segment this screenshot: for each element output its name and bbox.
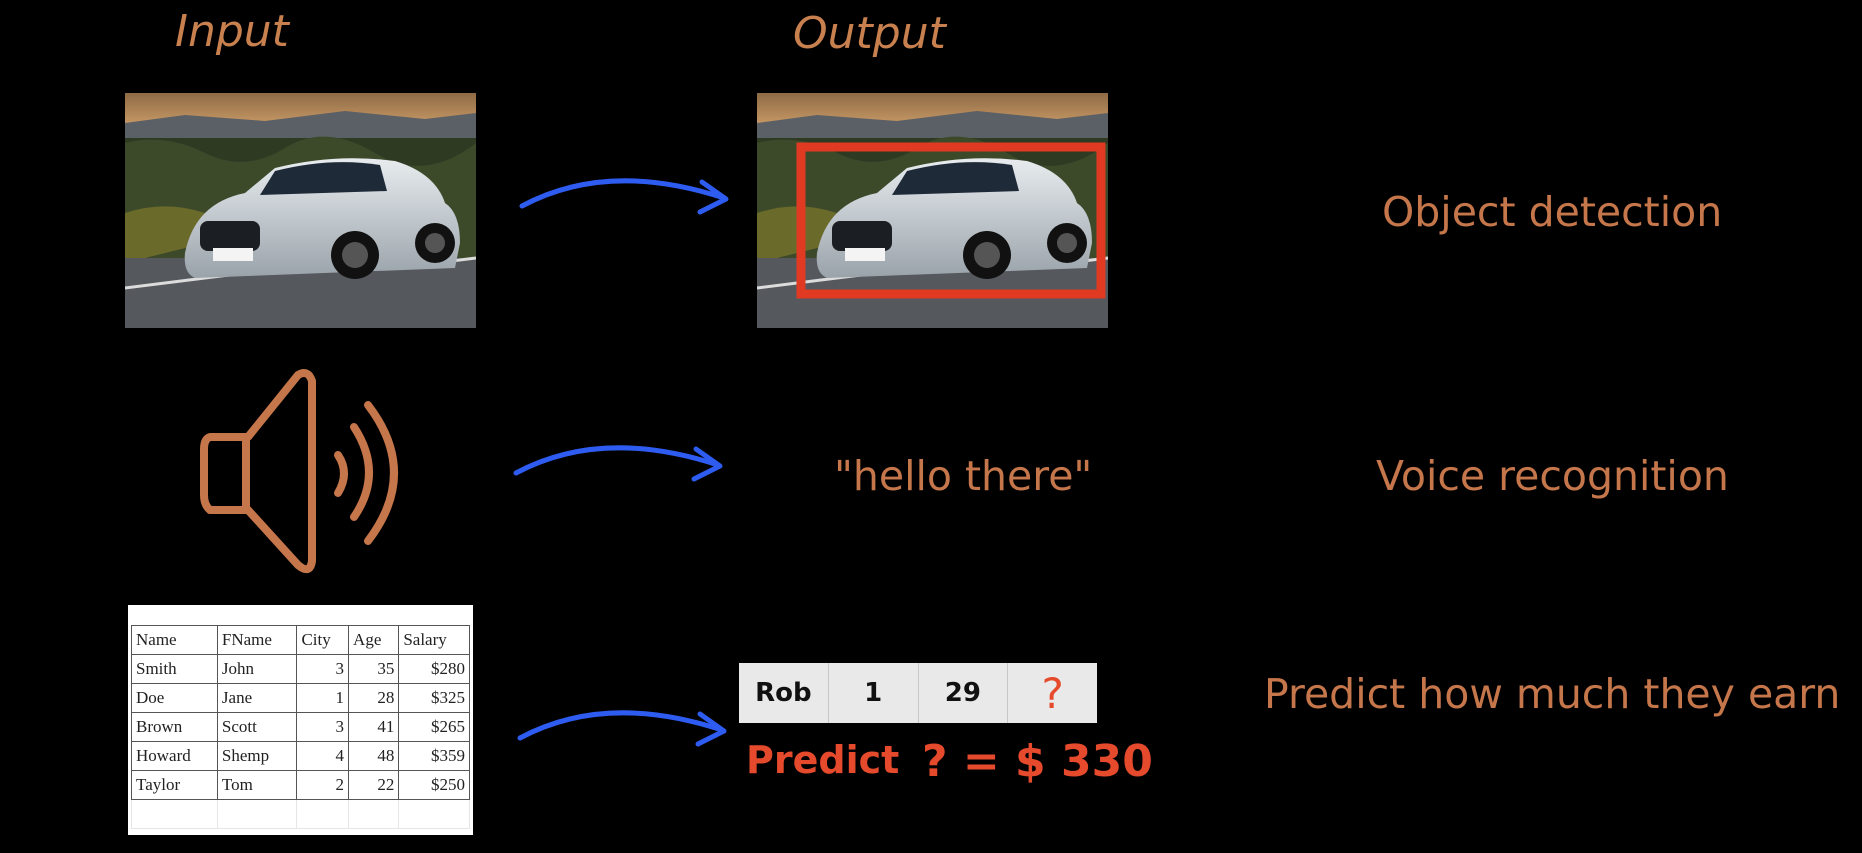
- table-header: FName: [216, 625, 298, 655]
- record-cell-city: 1: [829, 663, 919, 723]
- table-cell: Tom: [216, 770, 298, 800]
- task-voice-recognition: Voice recognition: [1376, 452, 1729, 500]
- table-row: Smith John 3 35 $280: [131, 654, 470, 684]
- table-cell: Taylor: [131, 770, 218, 800]
- input-heading: Input: [175, 6, 289, 57]
- table-cell: Doe: [131, 683, 218, 713]
- record-cell-age: 29: [919, 663, 1009, 723]
- bounding-box: [796, 142, 1106, 299]
- table-cell: 4: [296, 741, 350, 771]
- table-cell: Shemp: [216, 741, 298, 771]
- table-cell: Jane: [216, 683, 298, 713]
- table-cell: Howard: [131, 741, 218, 771]
- table-cell: Brown: [131, 712, 218, 742]
- table-cell: $265: [398, 712, 470, 742]
- table-cell: $250: [398, 770, 470, 800]
- table-cell: $325: [398, 683, 470, 713]
- table-cell: Scott: [216, 712, 298, 742]
- table-row: Howard Shemp 4 48 $359: [131, 741, 470, 771]
- table-row: Doe Jane 1 28 $325: [131, 683, 470, 713]
- table-cell: Smith: [131, 654, 218, 684]
- table-cell: 2: [296, 770, 350, 800]
- arrow-icon: [519, 178, 729, 215]
- table-header-row: Name FName City Age Salary: [131, 625, 470, 655]
- table-cell: 48: [348, 741, 400, 771]
- table-row: Taylor Tom 2 22 $250: [131, 770, 470, 800]
- output-car-image: [757, 93, 1108, 328]
- table-cell: 3: [296, 712, 350, 742]
- voice-output-text: "hello there": [834, 452, 1093, 500]
- predict-label: Predict: [746, 738, 900, 782]
- task-predict-earnings: Predict how much they earn: [1264, 670, 1841, 718]
- table-empty-row: [131, 799, 470, 829]
- table-cell: $280: [398, 654, 470, 684]
- arrow-icon: [513, 445, 723, 482]
- table-cell: 3: [296, 654, 350, 684]
- arrow-icon: [517, 710, 727, 747]
- output-heading: Output: [793, 8, 946, 59]
- output-record-row: Rob 1 29 ?: [739, 663, 1097, 723]
- table-header: Salary: [398, 625, 470, 655]
- table-cell: 1: [296, 683, 350, 713]
- table-cell: 35: [348, 654, 400, 684]
- speaker-icon: [200, 369, 398, 574]
- table-cell: 41: [348, 712, 400, 742]
- task-object-detection: Object detection: [1382, 188, 1723, 236]
- record-cell-unknown-salary: ?: [1041, 668, 1064, 718]
- prediction-result: ? = $ 330: [922, 736, 1153, 787]
- table-cell: 28: [348, 683, 400, 713]
- record-cell-name: Rob: [739, 663, 829, 723]
- input-data-table: Name FName City Age Salary Smith John 3 …: [128, 605, 473, 835]
- table-cell: 22: [348, 770, 400, 800]
- table-cell: John: [216, 654, 298, 684]
- table-header: Age: [348, 625, 400, 655]
- table-cell: $359: [398, 741, 470, 771]
- table-header: Name: [131, 625, 218, 655]
- input-car-image: [125, 93, 476, 328]
- table-header: City: [296, 625, 350, 655]
- table-row: Brown Scott 3 41 $265: [131, 712, 470, 742]
